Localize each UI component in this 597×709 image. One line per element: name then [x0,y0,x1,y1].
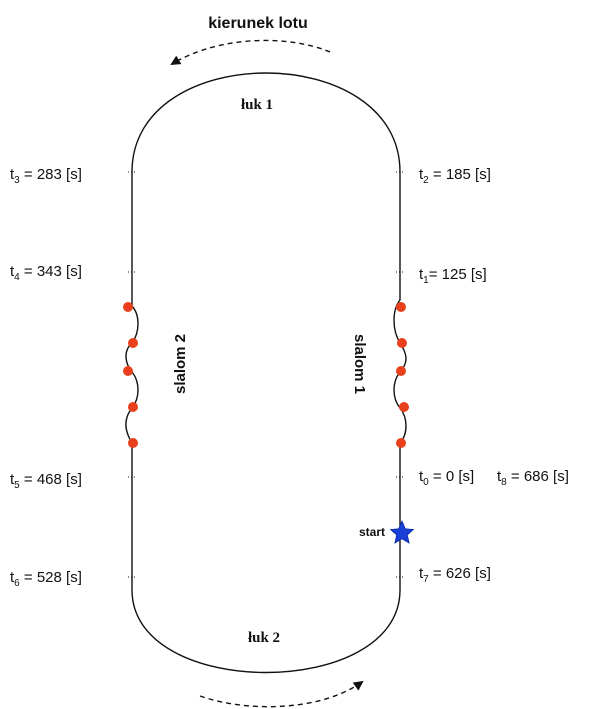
slalom-2-pylons [123,302,138,448]
start-label: start [359,525,385,539]
time-ticks [128,171,404,578]
arc-2-label: łuk 2 [248,630,280,646]
time-label-t1: t1= 125 [s] [419,266,487,286]
pylon-dot [128,402,138,412]
time-label-t0: t0 = 0 [s] [419,468,474,488]
pylon-dot [123,366,133,376]
time-label-t8: t8 = 686 [s] [497,468,569,488]
slalom-1-label: slalom 1 [351,334,368,394]
direction-label: kierunek lotu [208,15,308,32]
time-label-t6: t6 = 528 [s] [10,569,82,589]
pylon-dot [123,302,133,312]
time-label-t3: t3 = 283 [s] [10,166,82,186]
pylon-dot [397,338,407,348]
pylon-dot [399,402,409,412]
time-label-t7: t7 = 626 [s] [419,565,491,585]
pylon-dot [128,338,138,348]
arc-1-label: łuk 1 [241,97,273,113]
slalom-1-pylons [396,302,409,448]
time-label-t4: t4 = 343 [s] [10,263,82,283]
star-icon [389,519,415,544]
time-label-t2: t2 = 185 [s] [419,166,491,186]
direction-arrow-bottom [199,680,364,708]
pylon-dot [396,366,406,376]
time-label-t5: t5 = 468 [s] [10,471,82,491]
slalom-2-label: slalom 2 [172,334,189,394]
pylon-dot [396,302,406,312]
pylon-dot [396,438,406,448]
pylon-dot [128,438,138,448]
direction-arrow-top [170,39,331,66]
